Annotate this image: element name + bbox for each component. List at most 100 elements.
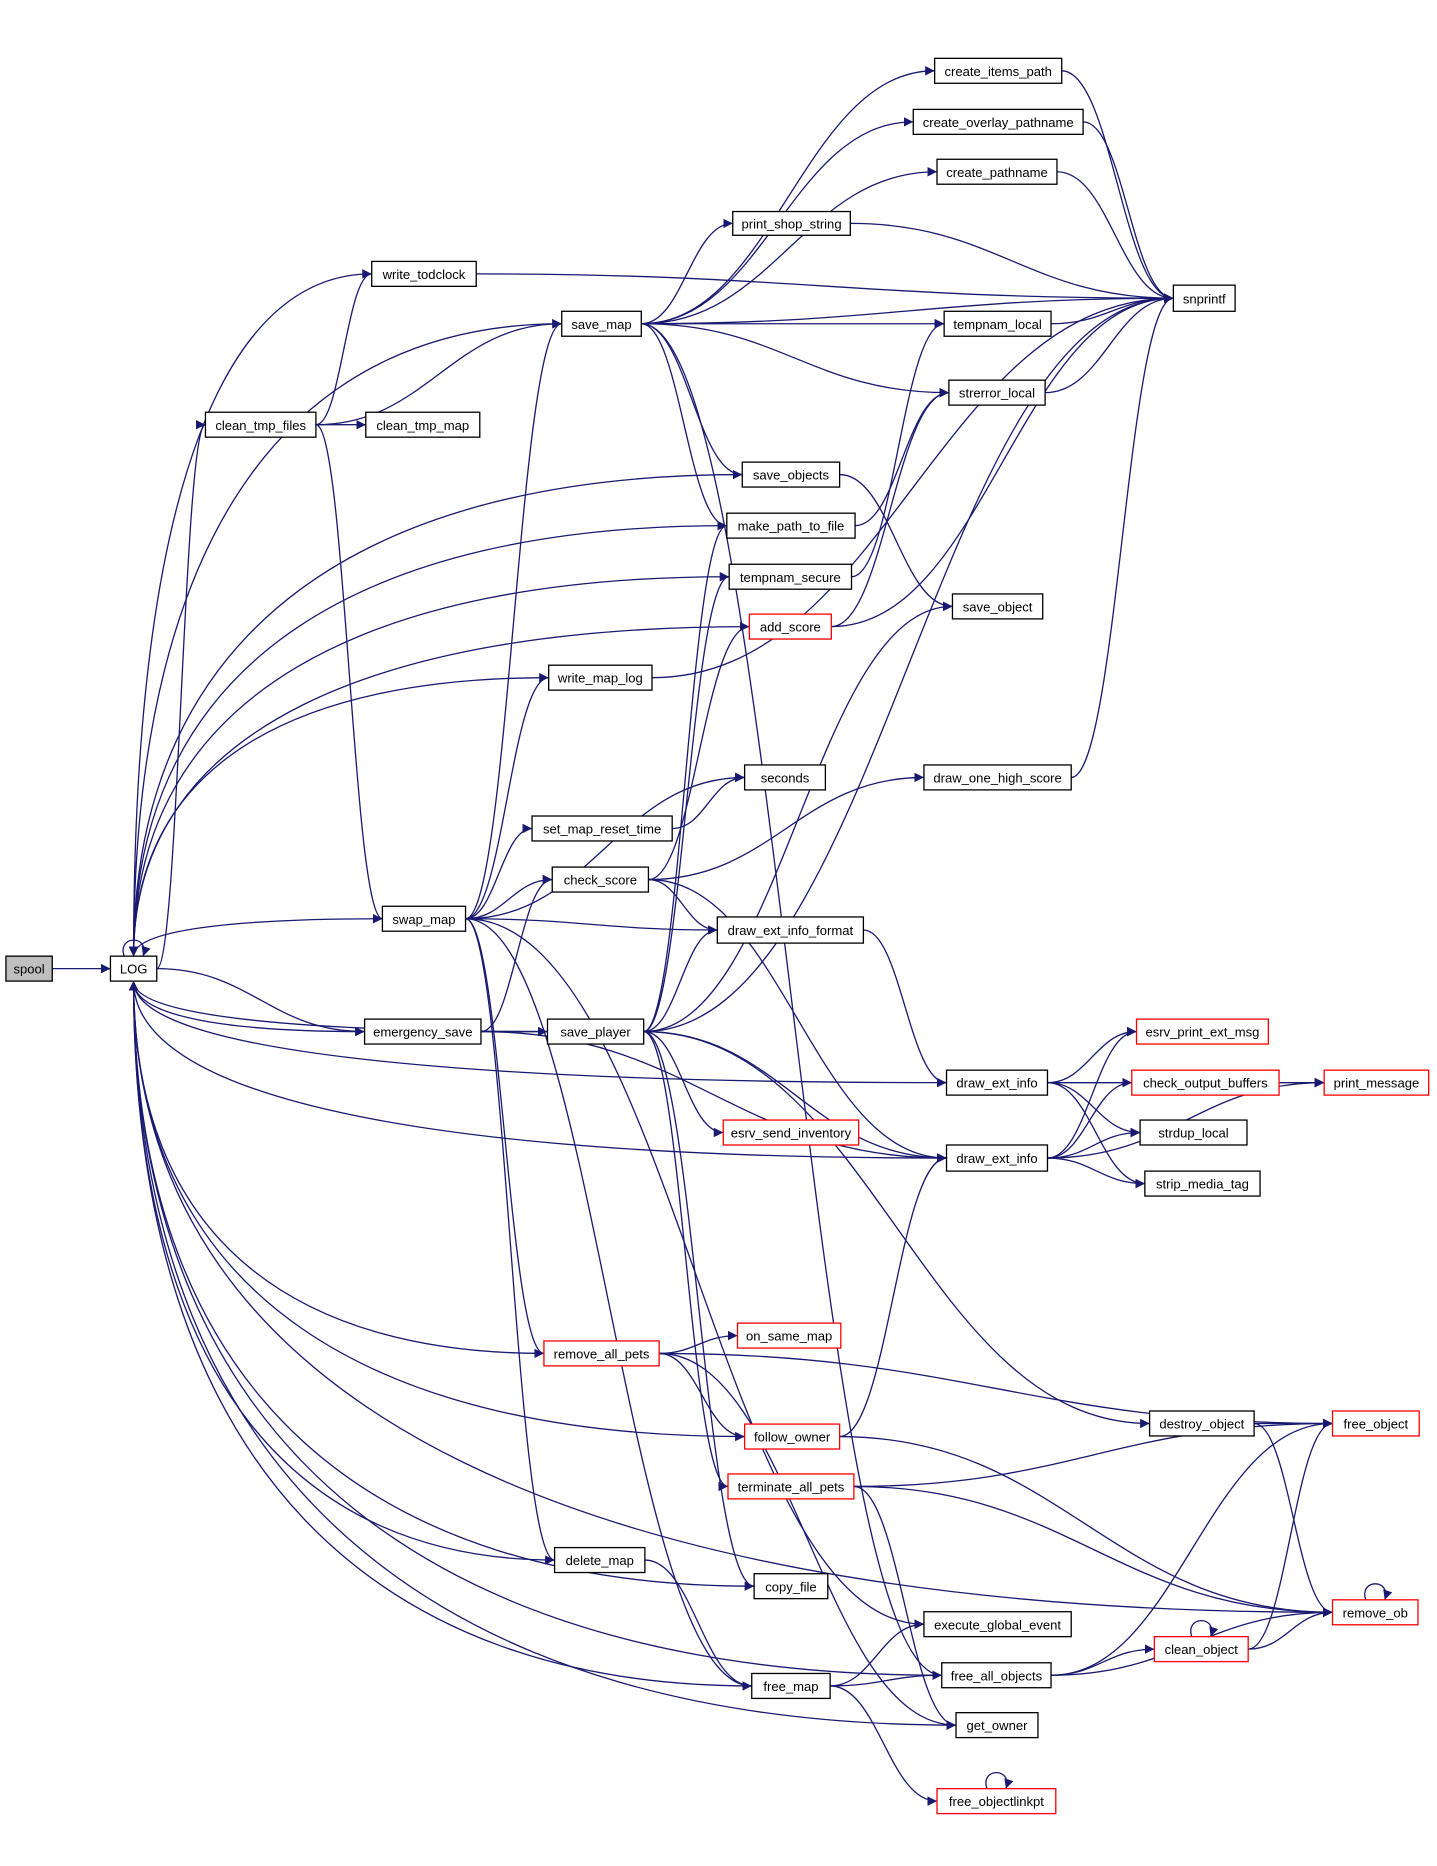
node-dei2[interactable]: draw_ext_info: [945, 1144, 1049, 1172]
node-clean-tmp-map[interactable]: clean_tmp_map: [365, 411, 481, 438]
node-draw-ext-info-format[interactable]: draw_ext_info_format: [716, 916, 865, 944]
edge-delete_map-to-free_map: [644, 1559, 752, 1691]
node-copy-file[interactable]: copy_file: [753, 1573, 829, 1600]
node-on-same-map[interactable]: on_same_map: [736, 1322, 842, 1349]
node-label: remove_ob: [1343, 1605, 1408, 1620]
edge-save_map-to-free_all_objects: [641, 323, 942, 1680]
node-seconds[interactable]: seconds: [743, 764, 827, 791]
node-execute-global-event[interactable]: execute_global_event: [923, 1611, 1072, 1638]
node-swap-map[interactable]: swap_map: [381, 905, 467, 932]
node-get-owner[interactable]: get_owner: [955, 1712, 1039, 1739]
node-label: create_items_path: [945, 64, 1052, 79]
node-free-all-objects[interactable]: free_all_objects: [941, 1662, 1052, 1689]
node-save-map[interactable]: save_map: [561, 310, 642, 337]
edge-swap_map-to-save_map: [465, 319, 562, 920]
node-box: [1131, 1069, 1280, 1096]
node-make-path-to-file[interactable]: make_path_to_file: [726, 512, 856, 539]
node-create-pathname[interactable]: create_pathname: [936, 158, 1058, 185]
edge-clean_tmp_files-to-save_map: [315, 319, 562, 426]
edge-free_map-to-LOG: [128, 981, 752, 1687]
node-print-shop-string[interactable]: print_shop_string: [732, 210, 851, 236]
node-delete-map[interactable]: delete_map: [553, 1546, 646, 1574]
node-label: write_todclock: [382, 267, 466, 282]
node-check-score[interactable]: check_score: [551, 866, 650, 893]
node-save-objects[interactable]: save_objects: [741, 461, 841, 488]
node-emergency-save[interactable]: emergency_save: [363, 1018, 482, 1045]
node-clean-object[interactable]: clean_object: [1153, 1636, 1249, 1663]
node-write-map-log[interactable]: write_map_log: [548, 664, 653, 691]
node-free-map[interactable]: free_map: [751, 1672, 831, 1700]
edge-save_player-to-LOG: [128, 981, 548, 1033]
node-box: [109, 955, 158, 982]
node-free-objectlinkpt[interactable]: free_objectlinkpt: [936, 1788, 1057, 1815]
edge-remove_all_pets-to-follow_owner: [659, 1352, 745, 1442]
node-esrv-print-ext-msg[interactable]: esrv_print_ext_msg: [1135, 1018, 1270, 1045]
node-box: [743, 1423, 841, 1450]
node-box: [1139, 1119, 1248, 1146]
node-write-todclock[interactable]: write_todclock: [371, 260, 477, 288]
node-label: destroy_object: [1159, 1417, 1244, 1432]
edge-save_player-to-make_path_to_file: [643, 521, 728, 1033]
node-box: [748, 613, 832, 640]
node-create-items-path[interactable]: create_items_path: [933, 57, 1063, 84]
node-tempnam-secure[interactable]: tempnam_secure: [728, 563, 853, 590]
edge-check_score-to-add_score: [648, 621, 750, 881]
edge-clean_tmp_files-to-swap_map: [315, 424, 383, 924]
node-print-message[interactable]: print_message: [1323, 1069, 1430, 1096]
node-box: [371, 260, 477, 288]
edge-save_player-to-draw_ext_info_format: [643, 925, 718, 1033]
edge-swap_map-to-remove_all_pets: [465, 918, 545, 1359]
node-destroy-object[interactable]: destroy_object: [1148, 1410, 1255, 1437]
node-create-overlay-pathname[interactable]: create_overlay_pathname: [912, 108, 1084, 135]
node-tempnam-local[interactable]: tempnam_local: [943, 310, 1052, 337]
edge-create_items_path-to-snprintf: [1061, 70, 1174, 303]
node-box: [1148, 1410, 1255, 1437]
edge-follow_owner-to-dei2: [839, 1153, 947, 1438]
node-label: draw_ext_info_format: [728, 923, 854, 938]
edge-free_map-to-execute_global_event: [830, 1619, 924, 1687]
edge-LOG-to-clean_tmp_files: [156, 420, 207, 970]
node-label: free_map: [763, 1679, 818, 1694]
edge-tempnam_secure-to-tempnam_local: [851, 319, 945, 578]
node-follow-owner[interactable]: follow_owner: [743, 1423, 841, 1450]
node-box: [363, 1018, 482, 1045]
node-strdup-local[interactable]: strdup_local: [1139, 1119, 1248, 1146]
node-box: [936, 1788, 1057, 1815]
edge-swap_map-to-set_map_reset_time: [465, 823, 533, 920]
edge-save_map-to-snprintf: [641, 293, 1174, 325]
node-remove-all-pets[interactable]: remove_all_pets: [543, 1340, 660, 1367]
node-draw-one-high-score[interactable]: draw_one_high_score: [923, 764, 1072, 791]
node-label: copy_file: [765, 1579, 817, 1594]
node-dei1[interactable]: draw_ext_info: [945, 1069, 1049, 1096]
node-snprintf[interactable]: snprintf: [1172, 284, 1236, 312]
node-label: snprintf: [1183, 291, 1226, 306]
node-check-output-buffers[interactable]: check_output_buffers: [1131, 1069, 1280, 1096]
node-add-score[interactable]: add_score: [748, 613, 832, 640]
node-box: [1331, 1410, 1420, 1437]
node-box: [722, 1119, 860, 1146]
edge-clean_object-to-clean_object: [1190, 1620, 1219, 1637]
node-esrv-send-inventory[interactable]: esrv_send_inventory: [722, 1119, 860, 1146]
node-save-player[interactable]: save_player: [546, 1018, 645, 1045]
node-free-object[interactable]: free_object: [1331, 1410, 1420, 1437]
node-remove-ob[interactable]: remove_ob: [1331, 1599, 1419, 1626]
node-box: [951, 593, 1044, 620]
edge-clean_object-to-remove_ob: [1248, 1607, 1333, 1650]
node-box: [5, 955, 53, 982]
node-set-map-reset-time[interactable]: set_map_reset_time: [531, 815, 673, 842]
node-strip-media-tag[interactable]: strip_media_tag: [1144, 1170, 1261, 1197]
edge-save_player-to-tempnam_secure: [643, 572, 730, 1033]
node-save-object[interactable]: save_object: [951, 593, 1044, 620]
node-label: free_objectlinkpt: [949, 1794, 1044, 1809]
node-strerror-local[interactable]: strerror_local: [948, 379, 1046, 406]
node-box: [955, 1712, 1039, 1739]
node-LOG[interactable]: LOG: [109, 955, 158, 982]
node-terminate-all-pets[interactable]: terminate_all_pets: [727, 1473, 855, 1500]
edge-swap_map-to-delete_map: [465, 918, 555, 1565]
node-box: [548, 664, 653, 691]
node-clean-tmp-files[interactable]: clean_tmp_files: [204, 411, 317, 438]
node-spool[interactable]: spool: [5, 955, 53, 982]
node-box: [1172, 284, 1236, 312]
edge-check_score-to-draw_one_high_score: [648, 772, 924, 881]
